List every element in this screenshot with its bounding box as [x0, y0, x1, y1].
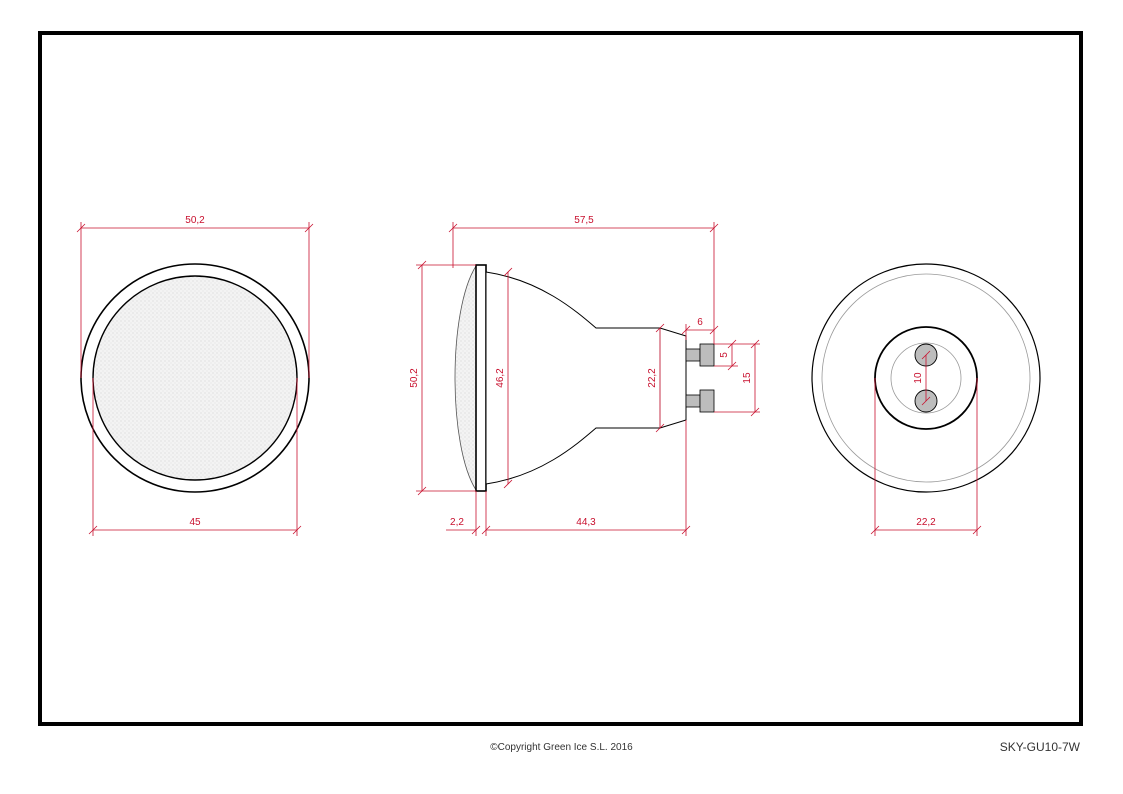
side-pin-lower-head: [699, 389, 715, 413]
copyright-notice: ©Copyright Green Ice S.L. 2016: [490, 742, 633, 753]
side-neck-diameter-label: 22,2: [647, 368, 658, 388]
side-flange: [475, 264, 487, 492]
front-inner-diameter-label: 45: [189, 517, 201, 528]
front-dimensions: 50,2 45: [76, 215, 314, 536]
front-view: [80, 263, 310, 493]
rear-outer-rim: [811, 263, 1041, 493]
side-view: [454, 264, 715, 492]
rear-base-diameter-label: 22,2: [916, 517, 936, 528]
rear-dimensions: 10 22,2: [870, 350, 982, 536]
side-dimensions: 57,5 50,2 46,2 22,2 6 5: [409, 215, 760, 536]
side-pin-length-label: 6: [697, 317, 703, 328]
front-lens: [92, 275, 298, 481]
side-head-diameter-label: 50,2: [409, 368, 420, 388]
side-reflector-diameter-label: 46,2: [495, 368, 506, 388]
sheet-border: [38, 31, 1083, 726]
side-lens-thickness-label: 2,2: [450, 517, 464, 528]
part-number: SKY-GU10-7W: [999, 740, 1080, 754]
side-pin-width-label: 5: [719, 352, 730, 358]
front-outer-diameter-label: 50,2: [185, 215, 205, 226]
side-overall-length-label: 57,5: [574, 215, 594, 226]
side-lens-dome: [454, 265, 477, 491]
rear-pin-pitch-label: 10: [913, 372, 924, 384]
side-pin-upper-head: [699, 343, 715, 367]
side-pin-spacing-label: 15: [742, 372, 753, 384]
rear-base-inner: [890, 342, 962, 414]
side-pin-lower-shaft: [685, 394, 701, 408]
rear-reflector-edge: [821, 273, 1031, 483]
side-body-length-label: 44,3: [576, 517, 596, 528]
side-pin-upper-shaft: [685, 348, 701, 362]
